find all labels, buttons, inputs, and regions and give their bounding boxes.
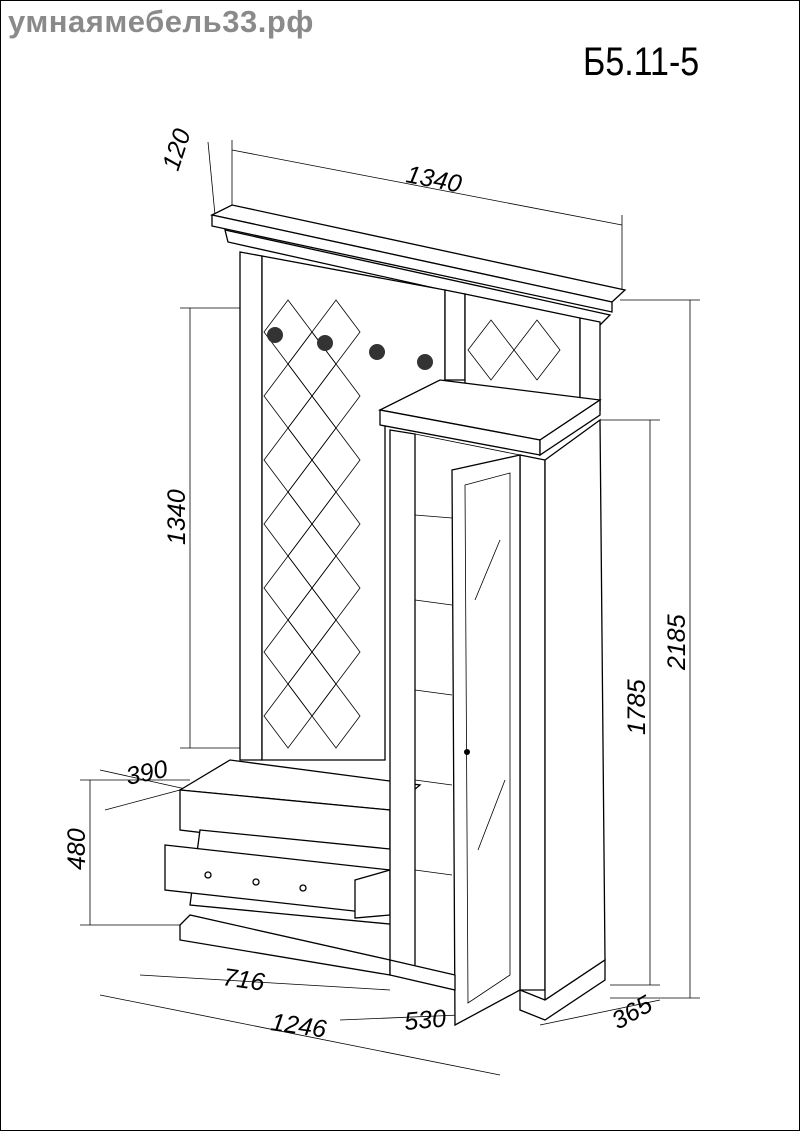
hooks: [267, 327, 433, 370]
dim-bench-width: 716: [221, 963, 266, 997]
dim-total-height: 2185: [663, 614, 691, 671]
dim-panel-height: 1340: [163, 489, 191, 545]
dim-total-width: 1246: [269, 1008, 328, 1043]
model-code: Б5.11-5: [583, 40, 700, 84]
back-panel: [239, 251, 601, 761]
dimension-labels: 120 1340 1340 2185 1785 390 480 716 1246…: [63, 125, 691, 1043]
plinth: [179, 914, 606, 1021]
quilt-diamond: [263, 683, 313, 749]
dim-bench-height: 480: [63, 828, 91, 870]
quilted-pattern: [263, 299, 561, 749]
site-watermark: умнаямебель33.рф: [8, 4, 314, 39]
dim-top-depth: 120: [157, 125, 197, 173]
shoe-cabinet: [377, 379, 606, 1027]
cornice-top: [210, 204, 627, 326]
quilt-diamond: [467, 319, 515, 381]
dim-top-width: 1340: [404, 160, 464, 198]
dim-bench-depth: 390: [123, 755, 170, 791]
quilt-diamond: [311, 683, 361, 749]
bench: [164, 759, 422, 926]
dim-cabinet-width: 530: [403, 1004, 447, 1036]
quilt-diamond: [513, 319, 561, 381]
dimension-lines: [80, 140, 700, 1076]
dim-cabinet-depth: 365: [607, 990, 657, 1035]
dim-cabinet-height: 1785: [623, 679, 651, 735]
